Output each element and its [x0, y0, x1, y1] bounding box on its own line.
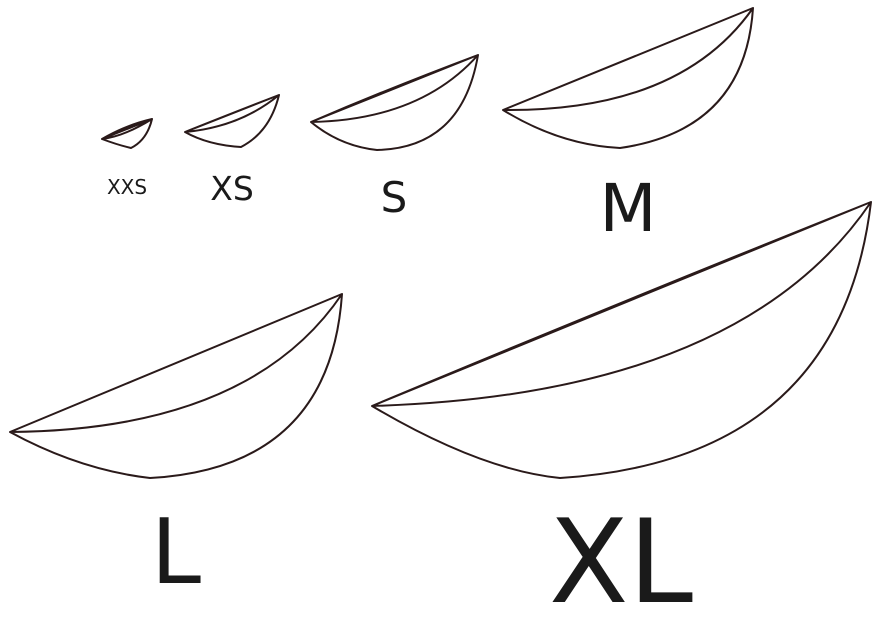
- shape-xl: [371, 201, 872, 479]
- size-label-xs: XS: [210, 169, 254, 208]
- shape-s: [310, 54, 479, 151]
- size-label-xl: XL: [548, 495, 694, 630]
- shape-l: [9, 293, 343, 479]
- shape-xxs: [101, 118, 153, 149]
- shape-m: [502, 7, 754, 149]
- size-label-xxs: XXS: [106, 175, 148, 199]
- shape-xs: [184, 94, 280, 148]
- size-label-s: S: [380, 173, 408, 222]
- size-label-m: M: [599, 170, 657, 247]
- size-label-l: L: [150, 500, 202, 605]
